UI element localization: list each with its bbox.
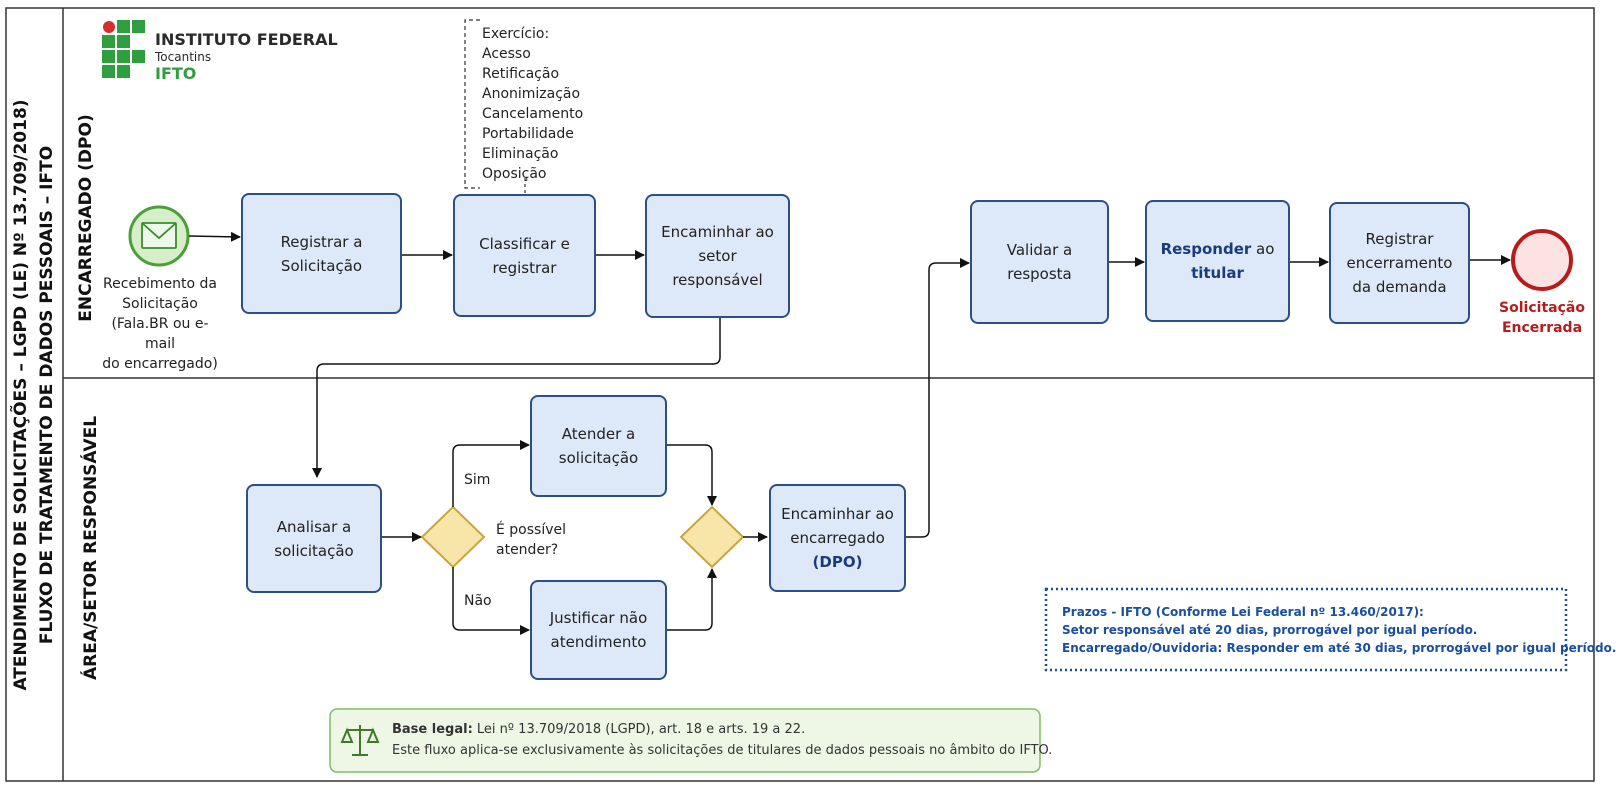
task-justificar-nao-atendimento[interactable]: Justificar não atendimento bbox=[530, 580, 667, 680]
end-event-label: Solicitação Encerrada bbox=[1499, 300, 1585, 336]
annotation-title: Exercício: bbox=[482, 26, 550, 42]
task-encaminhar-encarregado[interactable]: Encaminhar ao encarregado (DPO) bbox=[769, 484, 906, 592]
prazos-title: Prazos - IFTO (Conforme Lei Federal nº 1… bbox=[1062, 605, 1424, 619]
annotation-item: Eliminação bbox=[482, 146, 559, 162]
annotation-item: Oposição bbox=[482, 166, 547, 182]
scales-icon bbox=[340, 725, 380, 756]
base-legal-label: Base legal: bbox=[392, 722, 473, 737]
flow-gateway-nao bbox=[452, 567, 530, 635]
flow-atender-to-merge bbox=[667, 444, 717, 506]
gateway-question: É possível atender? bbox=[496, 522, 567, 558]
flow-start-to-registrar bbox=[188, 231, 241, 242]
prazos-border bbox=[1044, 587, 1568, 672]
annotation-item: Retificação bbox=[482, 66, 560, 82]
lane-label-encarregado: ENCARREGADO (DPO) bbox=[76, 114, 96, 322]
task-responder-titular[interactable]: Responder ao titular bbox=[1145, 200, 1290, 322]
prazos-note: Prazos - IFTO (Conforme Lei Federal nº 1… bbox=[1062, 603, 1616, 657]
task-registrar-encerramento[interactable]: Registrar encerramento da demanda bbox=[1329, 202, 1470, 324]
decision-gateway[interactable] bbox=[420, 505, 486, 569]
exercicio-annotation: Exercício: Acesso Retificação Anonimizaç… bbox=[482, 24, 583, 184]
start-event-label: Recebimento da Solicitação (Fala.BR ou e… bbox=[102, 276, 218, 372]
annotation-item: Portabilidade bbox=[482, 126, 574, 142]
base-legal-panel bbox=[329, 708, 1041, 773]
pool-title-line2: FLUXO DE TRATAMENTO DE DADOS PESSOAIS – … bbox=[37, 145, 57, 645]
annotation-item: Cancelamento bbox=[482, 106, 584, 122]
end-event[interactable] bbox=[1511, 229, 1573, 291]
envelope-icon bbox=[141, 222, 177, 249]
flow-gateway-sim bbox=[452, 440, 530, 507]
gateway-yes-label: Sim bbox=[464, 472, 491, 488]
annotation-item: Anonimização bbox=[482, 86, 581, 102]
lane-label-area-setor: ÁREA/SETOR RESPONSÁVEL bbox=[81, 415, 101, 681]
annotation-bracket bbox=[464, 19, 480, 189]
base-legal-reference: Lei nº 13.709/2018 (LGPD), art. 18 e art… bbox=[472, 722, 806, 737]
task-registrar-solicitacao[interactable]: Registrar a Solicitação bbox=[241, 193, 402, 314]
flow-encaminhar-to-analisar bbox=[312, 318, 721, 478]
merge-gateway[interactable] bbox=[679, 505, 745, 569]
prazos-line1: Setor responsável até 20 dias, prorrogáv… bbox=[1062, 623, 1478, 637]
ifto-logo: INSTITUTO FEDERAL Tocantins IFTO bbox=[100, 18, 360, 88]
flow-encaminhar-enc-to-validar bbox=[906, 258, 970, 538]
logo-line1: INSTITUTO FEDERAL bbox=[155, 30, 338, 49]
task-encaminhar-setor[interactable]: Encaminhar ao setor responsável bbox=[645, 194, 790, 318]
base-legal-text: Base legal: Lei nº 13.709/2018 (LGPD), a… bbox=[392, 719, 1052, 761]
logo-line3: IFTO bbox=[155, 64, 197, 83]
pool-title: ATENDIMENTO DE SOLICITAÇÕES – LGPD (LE) … bbox=[8, 99, 60, 690]
logo-grid-icon bbox=[100, 18, 146, 78]
task-classificar-registrar[interactable]: Classificar e registrar bbox=[453, 194, 596, 317]
flow-justificar-to-merge bbox=[667, 568, 717, 631]
prazos-line2: Encarregado/Ouvidoria: Responder em até … bbox=[1062, 641, 1616, 655]
base-legal-scope: Este fluxo aplica-se exclusivamente às s… bbox=[392, 743, 1053, 758]
task-validar-resposta[interactable]: Validar a resposta bbox=[970, 200, 1109, 324]
logo-line2: Tocantins bbox=[155, 50, 212, 64]
pool-title-line1: ATENDIMENTO DE SOLICITAÇÕES – LGPD (LE) … bbox=[11, 99, 31, 691]
task-analisar-solicitacao[interactable]: Analisar a solicitação bbox=[246, 484, 382, 593]
task-atender-solicitacao[interactable]: Atender a solicitação bbox=[530, 395, 667, 497]
annotation-item: Acesso bbox=[482, 46, 531, 62]
gateway-no-label: Não bbox=[464, 593, 492, 609]
pool-border bbox=[5, 7, 1595, 782]
